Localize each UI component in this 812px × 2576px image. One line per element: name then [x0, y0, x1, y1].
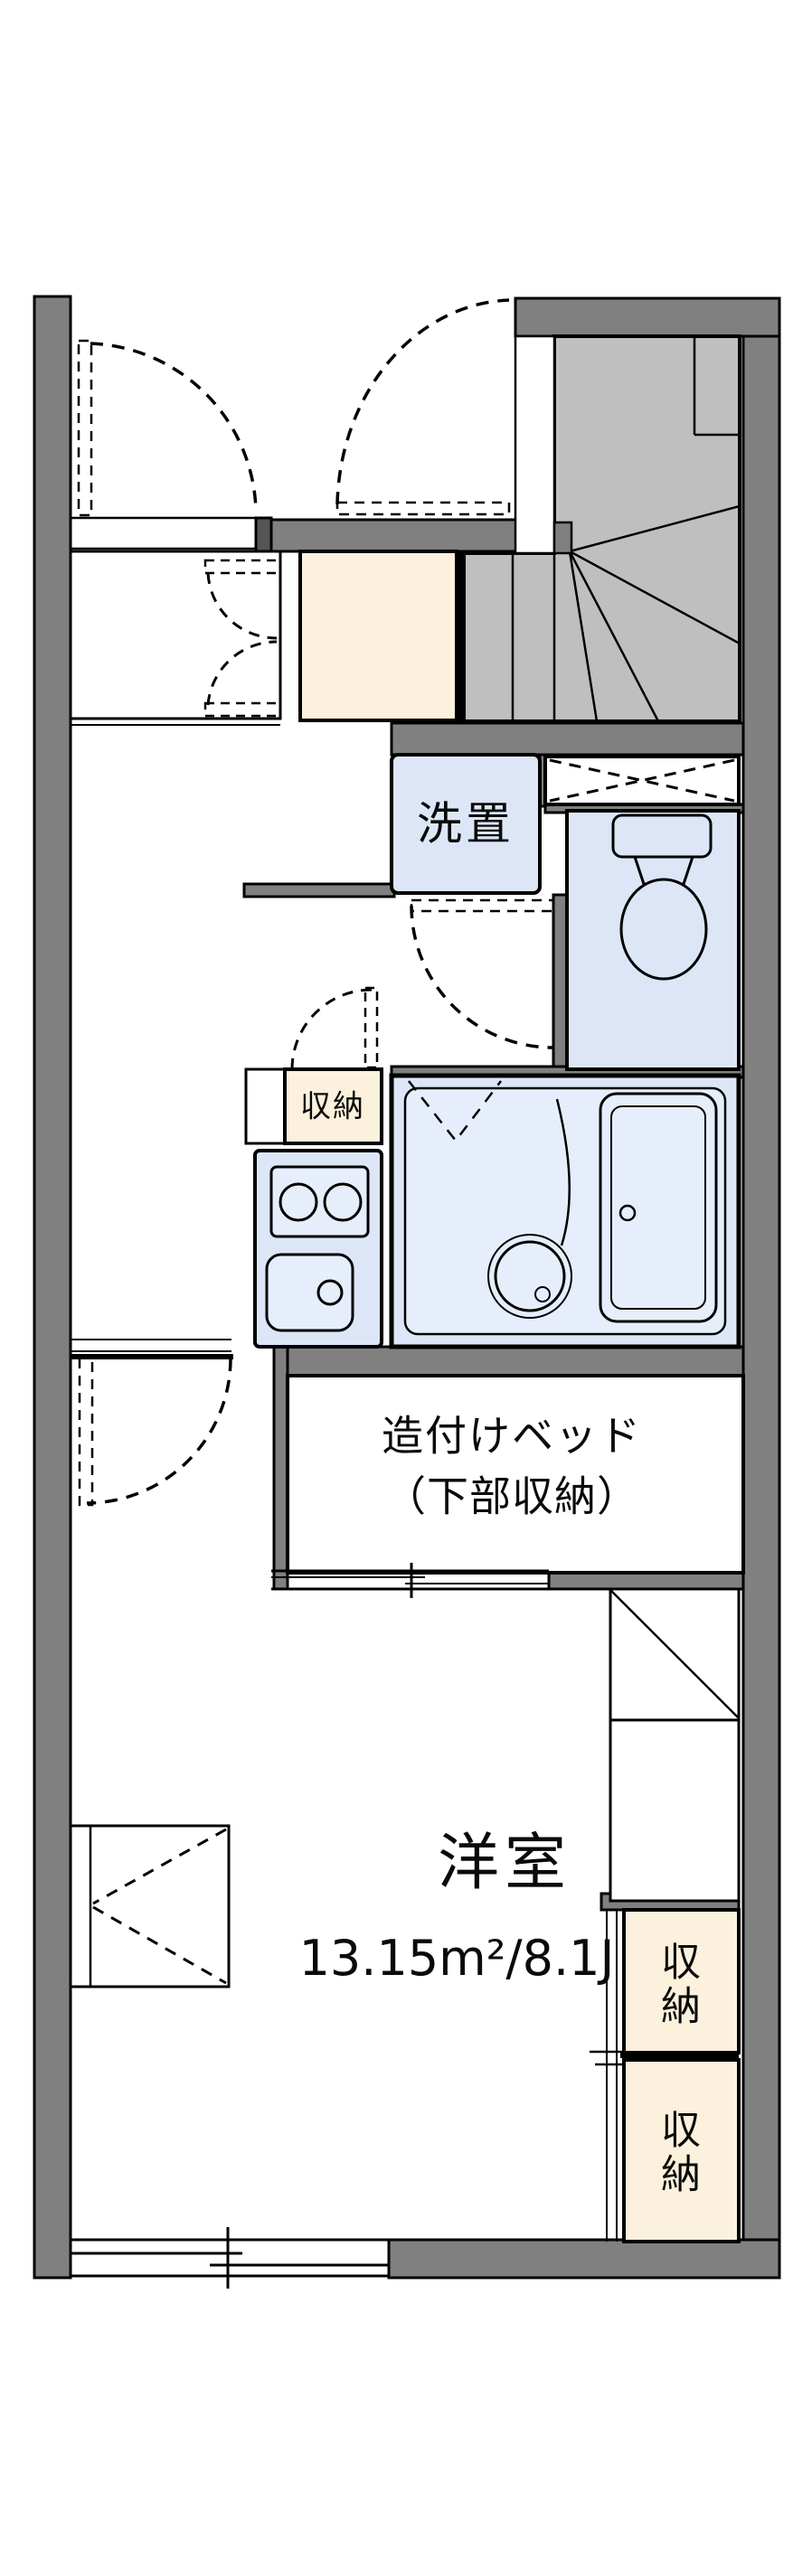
bath-folding-door — [408, 1080, 502, 1143]
wall-bed-top — [279, 1345, 745, 1377]
porch-door-arc — [90, 342, 258, 512]
toilet-icon — [611, 813, 713, 981]
kitchen-door-arc — [290, 988, 373, 1070]
staircase — [462, 334, 741, 723]
stove-icon — [269, 1165, 370, 1238]
wall-under-bed — [547, 1571, 745, 1591]
walls — [33, 295, 781, 2280]
bed-label-line2: （下部収納） — [384, 1471, 639, 1521]
washer-label: 洗置 — [417, 797, 515, 851]
wall-right — [741, 296, 781, 2280]
staircase-newel-post — [552, 521, 573, 555]
wall-bed-left — [272, 1345, 289, 1591]
main-room-door-arc — [86, 1358, 232, 1505]
entry-closet-room — [69, 550, 282, 720]
bath-partition-curve — [555, 1098, 571, 1246]
wall-entry-post — [254, 516, 273, 553]
room-name-label: 洋室 — [437, 1827, 572, 1899]
sink-icon — [265, 1253, 354, 1332]
wall-hall-stub — [242, 882, 396, 898]
kitchen-side-box — [244, 1067, 287, 1145]
bathtub-icon — [599, 1092, 718, 1323]
main-room-top-wall — [71, 1339, 233, 1359]
staircase-treads — [511, 336, 741, 722]
entrance-door — [335, 298, 511, 516]
overhead-cabinet — [543, 755, 741, 806]
room-area-label: 13.15m²/8.1J — [298, 1929, 615, 1987]
washbasin-icon — [487, 1234, 572, 1319]
toilet-door — [410, 898, 555, 1049]
storage-lower-label: 収納 — [661, 2107, 701, 2198]
toilet-room — [565, 809, 741, 1071]
bay-window — [69, 1824, 231, 1988]
closet-double-doors — [203, 559, 282, 718]
porch-door — [77, 339, 258, 517]
staircase-approach — [514, 334, 556, 555]
entrance-door-arc — [335, 298, 510, 505]
storage-lower-box — [622, 2058, 741, 2243]
entry-area — [69, 298, 511, 726]
kitchen-storage-box — [283, 1067, 383, 1145]
kitchen-counter — [253, 1149, 383, 1349]
kitchen-storage-label: 収納 — [300, 1088, 365, 1125]
bed-label-line1: 造付けベッド — [382, 1411, 642, 1461]
washer-area-box — [390, 753, 542, 895]
toilet-door-arc — [410, 905, 554, 1049]
storage-upper-box — [622, 1908, 741, 2054]
wall-left — [33, 295, 72, 2280]
storage-upper-label: 収納 — [661, 1939, 701, 2030]
genkan-floor — [298, 550, 458, 722]
main-room-door — [78, 1356, 232, 1507]
built-in-bed-area — [286, 1374, 745, 1575]
bed-window — [271, 1563, 549, 1598]
bathroom — [389, 1073, 741, 1349]
main-window — [71, 2227, 389, 2289]
wall-above-washer — [390, 721, 745, 757]
kitchen-door — [290, 986, 379, 1070]
wall-top — [514, 296, 781, 338]
wall-bottom — [387, 2238, 781, 2280]
side-shelf — [609, 1587, 741, 1903]
